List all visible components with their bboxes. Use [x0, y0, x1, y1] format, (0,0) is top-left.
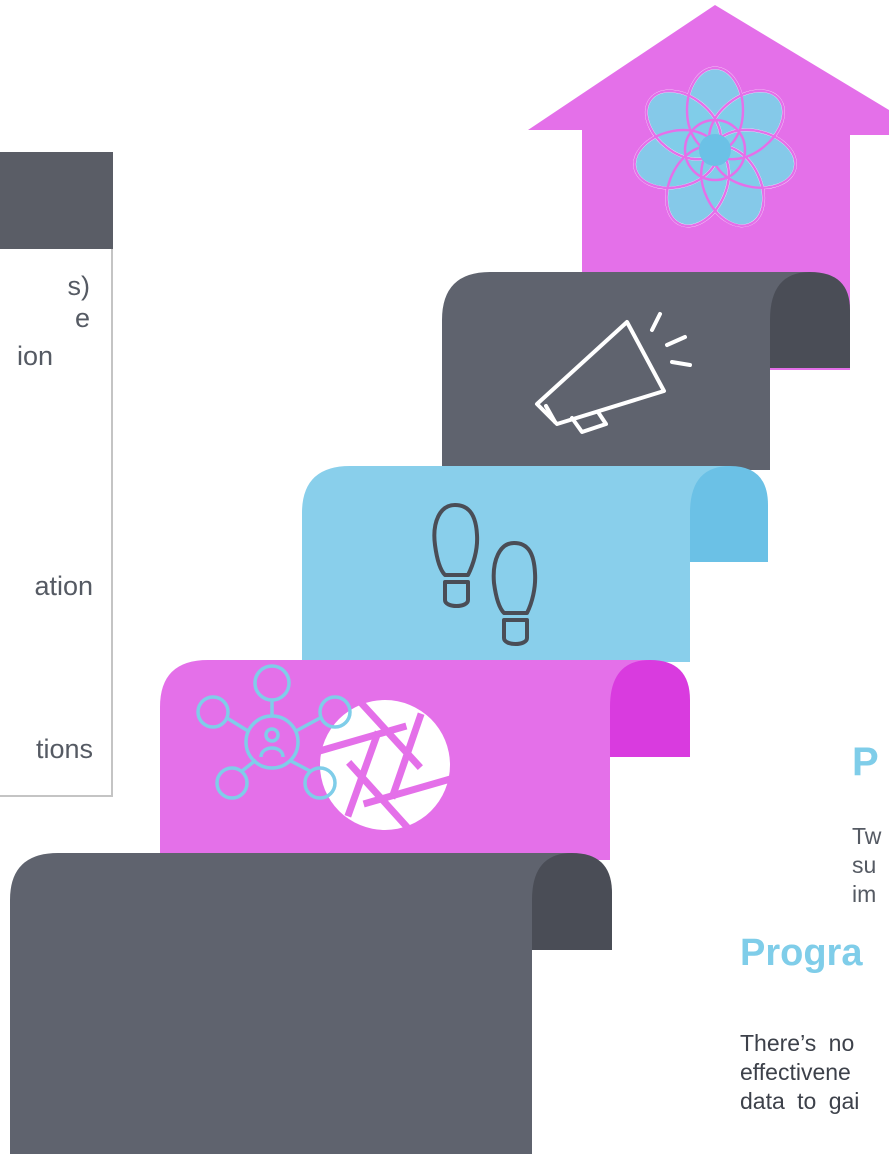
body-1-line-1: Tw	[852, 823, 882, 849]
section-body-2: There’s no effectivene data to gai	[740, 1029, 859, 1116]
body-2-line-1: There’s no	[740, 1030, 855, 1056]
body-1-line-3: im	[852, 881, 877, 907]
section-heading-1: P	[852, 740, 879, 784]
side-panel-line-5: tions	[35, 734, 93, 764]
side-panel-line-4: ation	[34, 571, 93, 601]
camera-aperture-icon	[318, 700, 452, 832]
side-panel-line-1: s)	[67, 271, 91, 301]
flower-icon	[633, 66, 797, 228]
side-panel	[0, 249, 113, 797]
network-icon	[196, 664, 352, 800]
body-2-line-2: effectivene	[740, 1059, 851, 1085]
step-megaphone	[442, 272, 850, 470]
section-heading-2: Progra	[740, 932, 863, 974]
step-network	[10, 853, 612, 1154]
side-panel-line-2: e	[74, 303, 90, 333]
footprints-icon	[432, 503, 538, 646]
body-1-line-2: su	[852, 852, 877, 878]
megaphone-icon	[535, 312, 692, 434]
body-2-line-3: data to gai	[740, 1088, 860, 1114]
side-panel-header	[0, 152, 113, 249]
step-footprints	[302, 466, 768, 662]
side-panel-line-3: ion	[16, 341, 53, 371]
section-body-1: Tw su im	[852, 822, 881, 909]
